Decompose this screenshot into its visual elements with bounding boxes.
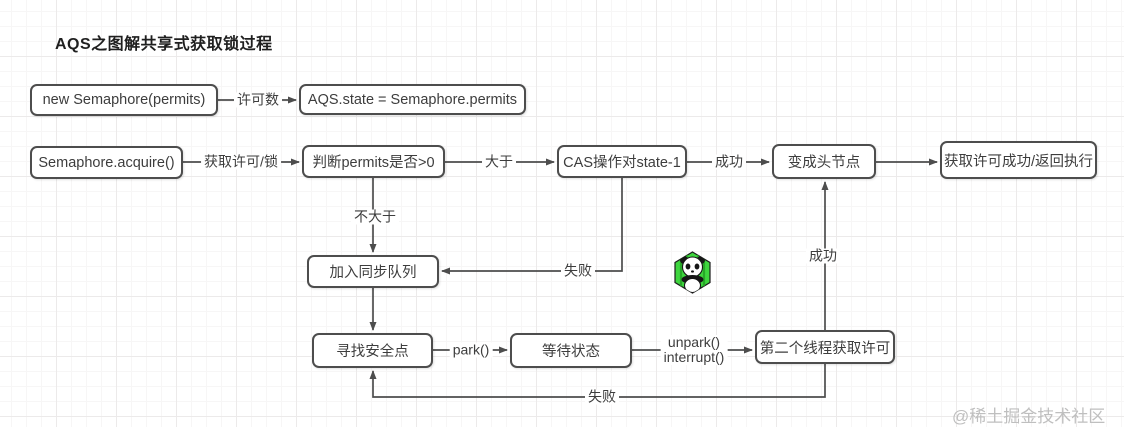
node-find-safe-point: 寻找安全点 (312, 333, 433, 368)
edge-label-park: park() (449, 342, 493, 358)
node-aqs-state: AQS.state = Semaphore.permits (299, 84, 526, 115)
page-title: AQS之图解共享式获取锁过程 (55, 36, 273, 53)
edge-label-retry-fail: 失败 (585, 389, 619, 405)
edge-label-greater: 大于 (482, 154, 516, 170)
node-second-thread: 第二个线程获取许可 (755, 330, 895, 364)
node-judge-permits: 判断permits是否>0 (302, 145, 445, 178)
node-become-head: 变成头节点 (772, 144, 876, 179)
panda-icon (674, 251, 711, 294)
watermark: @稀土掘金技术社区 (952, 407, 1106, 426)
edge-label-acquire-lock: 获取许可/锁 (201, 154, 281, 170)
edge-label-unpark: unpark() (667, 334, 721, 350)
node-wait-state: 等待状态 (510, 333, 632, 368)
node-cas-state-minus-1: CAS操作对state-1 (557, 145, 687, 178)
node-new-semaphore: new Semaphore(permits) (30, 84, 218, 116)
edge-cas-fail-to-queue (441, 178, 623, 275)
edge-label-head-success: 成功 (806, 248, 840, 264)
edge-label-permit-count: 许可数 (234, 92, 282, 108)
node-acquire-success: 获取许可成功/返回执行 (940, 141, 1097, 179)
edge-label-cas-fail: 失败 (561, 263, 595, 279)
edge-label-interrupt: interrupt() (663, 349, 725, 365)
node-join-sync-queue: 加入同步队列 (307, 255, 439, 288)
edge-label-unpark-interrupt: unpark() interrupt() (660, 334, 728, 365)
edge-label-not-greater: 不大于 (351, 209, 399, 225)
edge-label-cas-success: 成功 (712, 154, 746, 170)
node-semaphore-acquire: Semaphore.acquire() (30, 146, 183, 179)
